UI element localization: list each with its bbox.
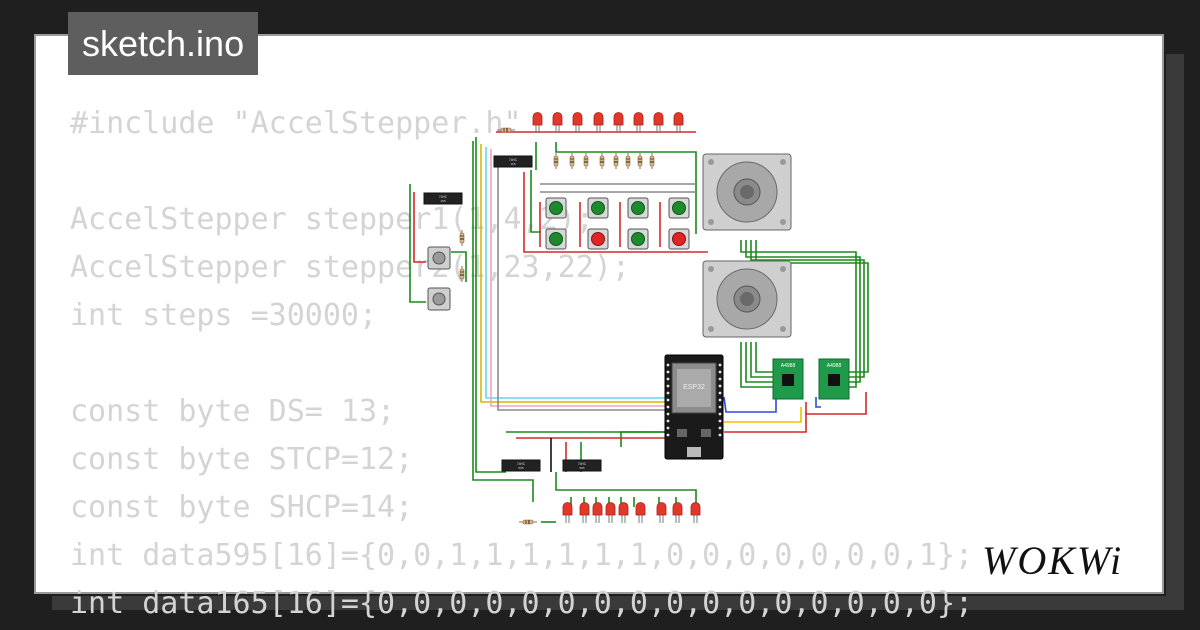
push-button [587, 228, 609, 250]
code-line: int data595[16]={0,0,1,1,1,1,1,1,0,0,0,0… [70, 538, 974, 573]
code-line: const byte DS= 13; [70, 394, 396, 429]
led [673, 112, 684, 134]
preview-card: #include "AccelStepper.h" AccelStepper s… [34, 34, 1164, 621]
driver-label: A4988 [781, 363, 796, 369]
wires [409, 131, 869, 523]
esp32-label: ESP32 [683, 384, 705, 391]
push-button [627, 228, 649, 250]
push-button [427, 246, 451, 270]
chip-bottom-2: 595 [562, 459, 602, 472]
card-shadow [1166, 54, 1184, 610]
chip-bottom-1: 595 [501, 459, 541, 472]
led [572, 112, 583, 134]
led [635, 502, 646, 524]
led [552, 112, 563, 134]
push-button [427, 287, 451, 311]
code-line: const byte SHCP=14; [70, 490, 414, 525]
push-button [668, 197, 690, 219]
card-shadow-bottom [52, 596, 1184, 610]
led [653, 112, 664, 134]
resistor [459, 229, 465, 247]
push-button [627, 197, 649, 219]
logo-text: WOKWi [982, 538, 1123, 583]
driver-label: A4988 [827, 363, 842, 369]
code-line: const byte STCP=12; [70, 442, 414, 477]
resistor [459, 265, 465, 283]
led [618, 502, 629, 524]
code-line: int steps =30000; [70, 298, 378, 333]
code-line: int data165[16]={0,0,0,0,0,0,0,0,0,0,0,0… [70, 586, 974, 621]
led [656, 502, 667, 524]
led [633, 112, 644, 134]
led [672, 502, 683, 524]
wokwi-logo: WOKWi [982, 538, 1123, 583]
led [532, 112, 543, 134]
code-line: #include "AccelStepper.h" [70, 106, 522, 141]
led [562, 502, 573, 524]
led-row-top [532, 112, 684, 134]
svg-text:165: 165 [440, 199, 445, 203]
svg-text:165: 165 [510, 162, 515, 166]
led [605, 502, 616, 524]
push-button [668, 228, 690, 250]
led [690, 502, 701, 524]
driver-a4988-1: A4988 [772, 358, 804, 400]
led [613, 112, 624, 134]
push-button [545, 228, 567, 250]
led [592, 502, 603, 524]
stepper-motor [702, 153, 792, 231]
svg-text:595: 595 [579, 466, 584, 470]
led [593, 112, 604, 134]
chip-top: 165 [493, 155, 533, 168]
stepper-motor [702, 260, 792, 338]
filename-badge: sketch.ino [68, 12, 259, 75]
led-row-bottom [562, 502, 701, 524]
push-button [587, 197, 609, 219]
circuit-diagram: 74HC [409, 112, 869, 525]
svg-text:595: 595 [518, 466, 523, 470]
resistor-row-top [553, 152, 655, 170]
button-grid [545, 197, 690, 250]
led [579, 502, 590, 524]
code-line: AccelStepper stepper2(1,23,22); [70, 250, 630, 285]
push-button [545, 197, 567, 219]
resistor [518, 519, 538, 525]
driver-a4988-2: A4988 [818, 358, 850, 400]
chip-left: 165 [423, 192, 463, 205]
esp32-board: ESP32 [664, 354, 724, 460]
